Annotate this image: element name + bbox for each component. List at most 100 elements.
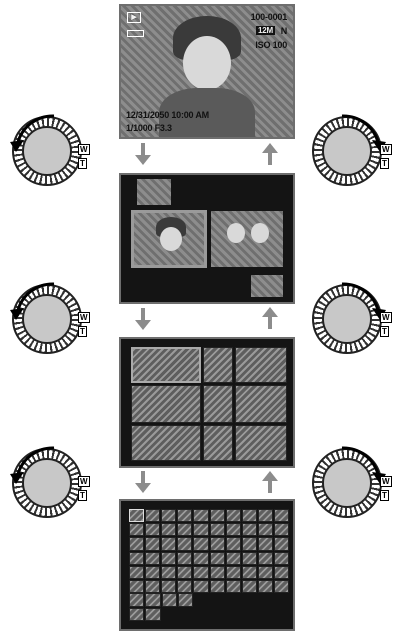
frame-thumbnail[interactable] bbox=[145, 552, 160, 565]
frame-thumbnail[interactable] bbox=[129, 580, 144, 593]
frame-thumbnail[interactable] bbox=[226, 552, 241, 565]
frame-thumbnail[interactable] bbox=[193, 523, 208, 536]
frame-thumbnail[interactable] bbox=[177, 566, 192, 579]
frame-thumbnail[interactable] bbox=[145, 523, 160, 536]
frame-thumbnail[interactable] bbox=[129, 608, 144, 622]
tele-label: T bbox=[380, 158, 389, 169]
frame-thumbnail[interactable] bbox=[210, 580, 225, 593]
frame-thumbnail[interactable] bbox=[274, 523, 289, 536]
frame-thumbnail[interactable] bbox=[145, 593, 160, 607]
frame-thumbnail[interactable] bbox=[242, 552, 257, 565]
frame-thumbnail[interactable] bbox=[203, 385, 233, 423]
playback-screen-two-frame bbox=[119, 173, 295, 304]
frame-thumbnail[interactable] bbox=[193, 580, 208, 593]
frame-thumbnail[interactable] bbox=[235, 425, 287, 461]
frame-thumbnail[interactable] bbox=[258, 566, 273, 579]
adjacent-frame[interactable] bbox=[211, 211, 283, 267]
frame-thumbnail[interactable] bbox=[161, 509, 176, 522]
frame-thumbnail[interactable] bbox=[210, 537, 225, 550]
frame-thumbnail[interactable] bbox=[242, 523, 257, 536]
zoom-dial-right[interactable]: W T bbox=[306, 110, 392, 196]
zoom-dial-left[interactable]: W T bbox=[6, 278, 92, 364]
zoom-dial-right[interactable]: W T bbox=[306, 278, 392, 364]
frame-thumbnail[interactable] bbox=[161, 537, 176, 550]
frame-thumbnail[interactable] bbox=[242, 537, 257, 550]
frame-thumbnail[interactable] bbox=[274, 552, 289, 565]
wide-label: W bbox=[380, 476, 392, 487]
quality-label: N bbox=[281, 26, 287, 36]
battery-icon bbox=[127, 30, 144, 37]
frame-thumbnail[interactable] bbox=[193, 552, 208, 565]
thumbnail-small-top[interactable] bbox=[137, 179, 171, 205]
frame-thumbnail[interactable] bbox=[226, 566, 241, 579]
frame-thumbnail[interactable] bbox=[131, 425, 201, 461]
frame-thumbnail[interactable] bbox=[242, 566, 257, 579]
frame-thumbnail[interactable] bbox=[242, 580, 257, 593]
tele-label: T bbox=[380, 326, 389, 337]
frame-thumbnail[interactable] bbox=[161, 552, 176, 565]
frame-thumbnail[interactable] bbox=[145, 509, 160, 522]
zoom-dial-left[interactable]: W T bbox=[6, 110, 92, 196]
frame-thumbnail[interactable] bbox=[129, 537, 144, 550]
frame-thumbnail[interactable] bbox=[226, 580, 241, 593]
frame-thumbnail[interactable] bbox=[210, 552, 225, 565]
frame-thumbnail[interactable] bbox=[177, 580, 192, 593]
frame-thumbnail[interactable] bbox=[274, 580, 289, 593]
frame-thumbnail[interactable] bbox=[193, 537, 208, 550]
frame-thumbnail[interactable] bbox=[226, 523, 241, 536]
frame-thumbnail[interactable] bbox=[193, 566, 208, 579]
frame-thumbnail[interactable] bbox=[274, 537, 289, 550]
frame-thumbnail[interactable] bbox=[129, 566, 144, 579]
frame-thumbnail[interactable] bbox=[235, 385, 287, 423]
frame-thumbnail[interactable] bbox=[193, 509, 208, 522]
frame-thumbnail[interactable] bbox=[131, 385, 201, 423]
thumbnail-small-bottom[interactable] bbox=[251, 275, 283, 297]
frame-thumbnail[interactable] bbox=[274, 566, 289, 579]
wide-label: W bbox=[78, 476, 90, 487]
frame-thumbnail[interactable] bbox=[161, 566, 176, 579]
frame-thumbnail[interactable] bbox=[210, 523, 225, 536]
frame-thumbnail[interactable] bbox=[145, 580, 160, 593]
date-time: 12/31/2050 10:00 AM bbox=[126, 110, 209, 120]
frame-thumbnail[interactable] bbox=[145, 566, 160, 579]
frame-thumbnail[interactable] bbox=[226, 537, 241, 550]
frame-thumbnail[interactable] bbox=[129, 523, 144, 536]
frame-thumbnail[interactable] bbox=[145, 537, 160, 550]
selected-frame[interactable] bbox=[131, 210, 207, 268]
frame-number: 100-0001 bbox=[251, 12, 287, 22]
tele-label: T bbox=[78, 326, 87, 337]
zoom-dial-right[interactable]: W T bbox=[306, 442, 392, 528]
frame-thumbnail[interactable] bbox=[210, 566, 225, 579]
frame-thumbnail[interactable] bbox=[145, 608, 160, 622]
frame-thumbnail[interactable] bbox=[210, 509, 225, 522]
frame-thumbnail[interactable] bbox=[177, 537, 192, 550]
zoom-dial-left[interactable]: W T bbox=[6, 442, 92, 528]
frame-thumbnail[interactable] bbox=[129, 509, 144, 522]
frame-thumbnail[interactable] bbox=[161, 523, 176, 536]
frame-thumbnail[interactable] bbox=[258, 523, 273, 536]
frame-thumbnail[interactable] bbox=[177, 509, 192, 522]
frame-thumbnail[interactable] bbox=[177, 523, 192, 536]
wide-label: W bbox=[380, 312, 392, 323]
frame-thumbnail[interactable] bbox=[235, 347, 287, 383]
frame-thumbnail[interactable] bbox=[226, 509, 241, 522]
frame-thumbnail[interactable] bbox=[258, 537, 273, 550]
exposure-info: 1/1000 F3.3 bbox=[126, 123, 172, 133]
frame-thumbnail[interactable] bbox=[258, 580, 273, 593]
frame-thumbnail[interactable] bbox=[203, 347, 233, 383]
frame-thumbnail[interactable] bbox=[129, 552, 144, 565]
frame-thumbnail[interactable] bbox=[203, 425, 233, 461]
frame-thumbnail[interactable] bbox=[131, 347, 201, 383]
frame-thumbnail[interactable] bbox=[161, 580, 176, 593]
frame-thumbnail[interactable] bbox=[274, 509, 289, 522]
frame-thumbnail[interactable] bbox=[177, 552, 192, 565]
wide-label: W bbox=[78, 312, 90, 323]
frame-thumbnail[interactable] bbox=[162, 593, 177, 607]
playback-screen-nine-frame bbox=[119, 337, 295, 468]
tele-label: T bbox=[380, 490, 389, 501]
frame-thumbnail[interactable] bbox=[258, 509, 273, 522]
frame-thumbnail[interactable] bbox=[178, 593, 193, 607]
frame-thumbnail[interactable] bbox=[129, 593, 144, 607]
frame-thumbnail[interactable] bbox=[258, 552, 273, 565]
frame-thumbnail[interactable] bbox=[242, 509, 257, 522]
